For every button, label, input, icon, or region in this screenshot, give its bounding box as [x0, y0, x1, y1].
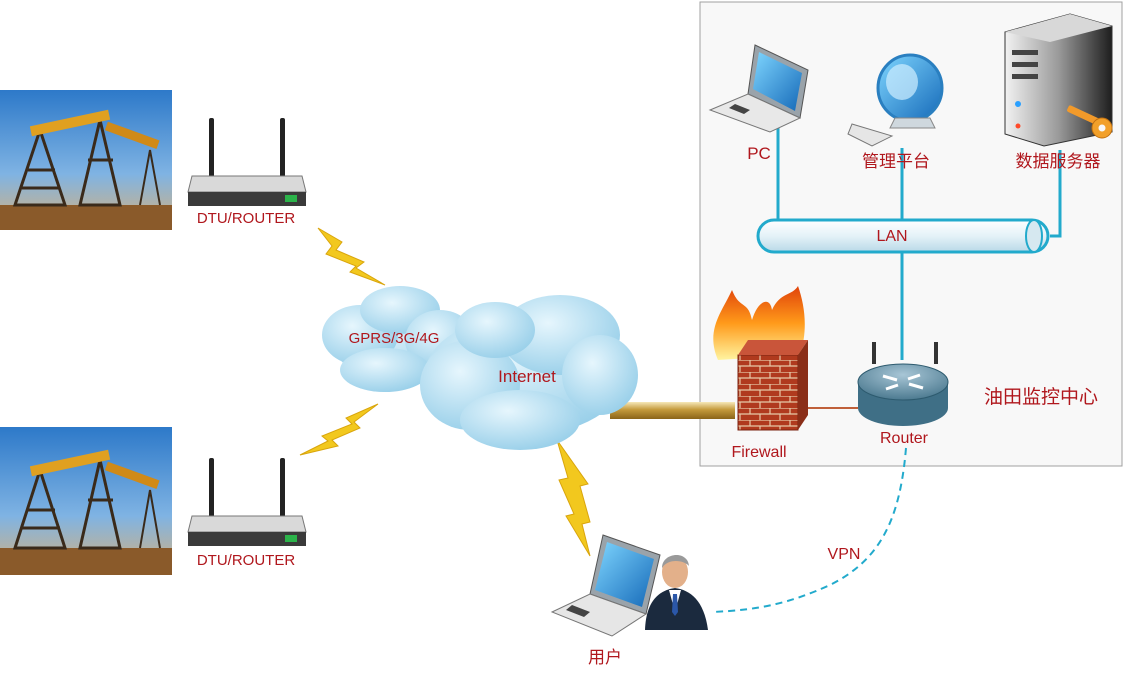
- wireless-label: GPRS/3G/4G: [349, 330, 440, 347]
- user-laptop-icon: [550, 534, 661, 637]
- user-label: 用户: [588, 648, 622, 668]
- data-server-label: 数据服务器: [1016, 152, 1101, 172]
- server-lan-link: [1050, 150, 1062, 238]
- internet-cloud: [420, 295, 638, 450]
- lightning-icon: [317, 227, 386, 286]
- vpn-link: [711, 447, 907, 613]
- wan-pipe: [610, 402, 735, 419]
- internet-label: Internet: [498, 367, 556, 386]
- oil-field-photo-bottom: [0, 427, 172, 575]
- router-label: Router: [880, 430, 929, 447]
- lan-label: LAN: [876, 228, 907, 245]
- pc-label: PC: [747, 144, 771, 163]
- firewall-label: Firewall: [731, 444, 786, 461]
- user-avatar-icon: [645, 554, 708, 630]
- desktop-computer-icon: [847, 53, 944, 147]
- oil-field-photo-top: [0, 90, 172, 230]
- lan-bus: [756, 218, 1050, 254]
- dtu-label-bottom: DTU/ROUTER: [197, 552, 295, 569]
- laptop-icon: [708, 44, 809, 133]
- dtu-router-top-icon: [187, 118, 307, 206]
- dtu-label-top: DTU/ROUTER: [197, 210, 295, 227]
- dtu-router-bottom-icon: [187, 458, 307, 546]
- firewall-icon: [713, 286, 808, 431]
- router-icon: [857, 342, 949, 426]
- control-center-label: 油田监控中心: [984, 386, 1098, 408]
- lightning-icon: [299, 403, 379, 456]
- lightning-icon: [556, 439, 591, 557]
- vpn-label: VPN: [828, 546, 861, 563]
- key-icon: [1067, 105, 1113, 139]
- mgmt-platform-label: 管理平台: [862, 152, 930, 172]
